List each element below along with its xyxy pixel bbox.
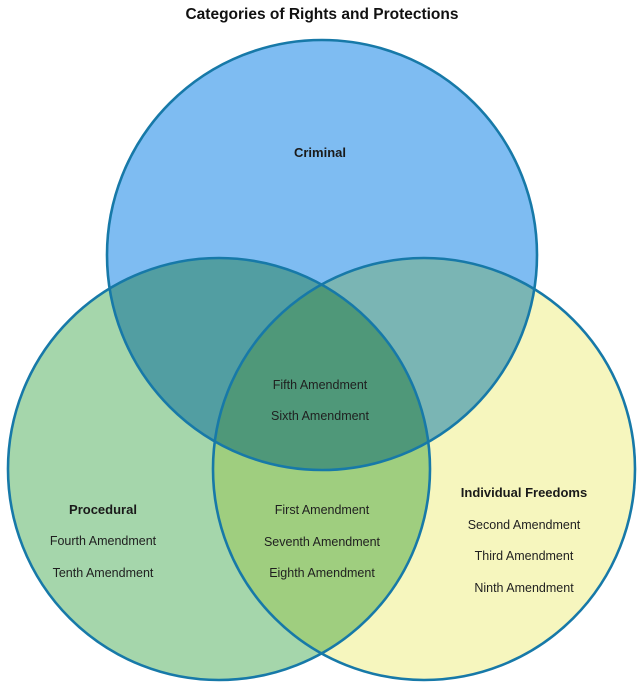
item-seventh-amendment: Seventh Amendment: [264, 535, 381, 549]
item-first-amendment: First Amendment: [275, 503, 370, 517]
set-label-criminal: Criminal: [294, 145, 346, 160]
diagram-title: Categories of Rights and Protections: [185, 6, 458, 23]
individual-freedoms-circle-outline: [211, 256, 637, 682]
criminal-circle-outline: [105, 38, 539, 472]
set-label-procedural: Procedural: [69, 502, 137, 517]
item-third-amendment: Third Amendment: [475, 549, 574, 563]
item-fourth-amendment: Fourth Amendment: [50, 534, 157, 548]
item-ninth-amendment: Ninth Amendment: [474, 581, 574, 595]
set-label-individual-freedoms: Individual Freedoms: [461, 485, 587, 500]
item-tenth-amendment: Tenth Amendment: [53, 566, 154, 580]
venn-circle-outlines: [6, 38, 637, 682]
item-fifth-amendment: Fifth Amendment: [273, 378, 368, 392]
procedural-circle-outline: [6, 256, 432, 682]
item-eighth-amendment: Eighth Amendment: [269, 566, 375, 580]
individual-freedoms-circle: [213, 258, 635, 680]
item-sixth-amendment: Sixth Amendment: [271, 409, 369, 423]
item-second-amendment: Second Amendment: [468, 518, 581, 532]
venn-circle-fills: [8, 40, 635, 680]
